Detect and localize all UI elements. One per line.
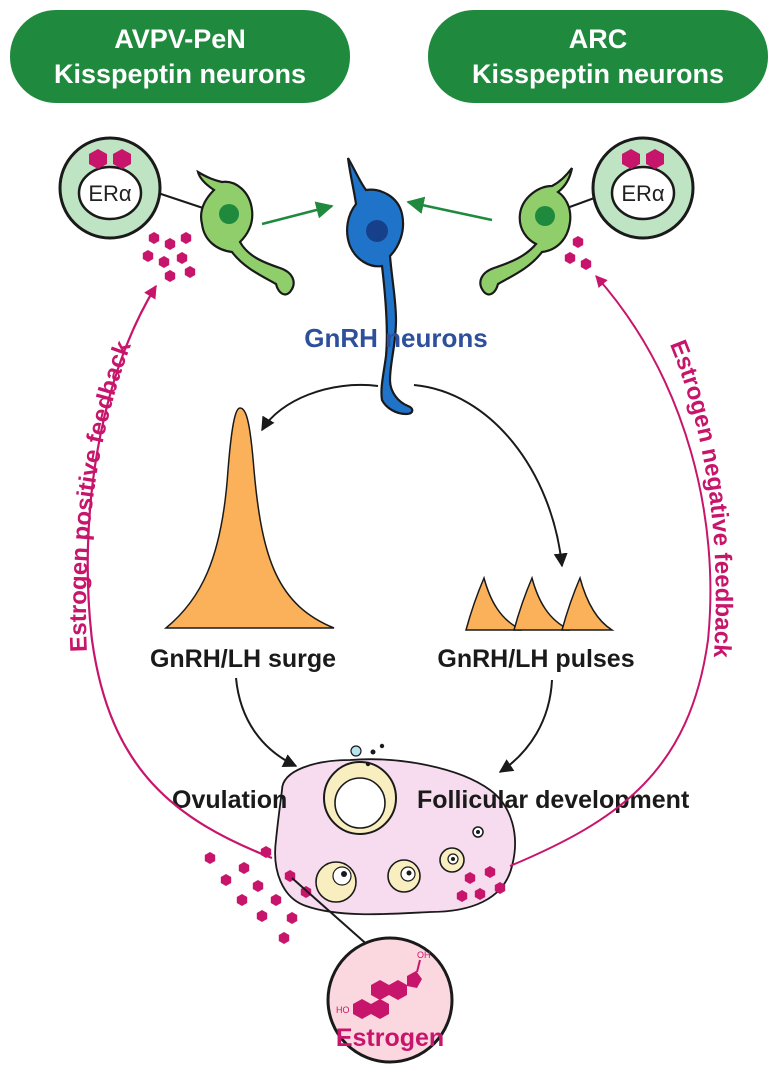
arc-header-pill — [428, 10, 768, 103]
ovary — [274, 743, 516, 916]
estrogen-molecule-badge: OH HO — [326, 936, 454, 1064]
positive-feedback-label-text: Estrogen positive feedback — [65, 337, 137, 653]
lh-surge-peak — [163, 407, 335, 629]
gnrh-to-pulses-arrow — [413, 384, 568, 568]
negative-feedback-label-text: Estrogen negative feedback — [664, 336, 737, 659]
right-era-label: ERα — [621, 181, 665, 206]
avpv-pen-subtitle: Kisspeptin neurons — [54, 59, 306, 89]
estrogen-circle — [326, 936, 454, 1064]
negative-feedback-arrow — [509, 275, 712, 867]
surge-to-ovulation-arrow — [235, 677, 298, 767]
right-receptor-ligand-b — [646, 149, 664, 169]
molecule-oh-label: OH — [417, 950, 431, 960]
avpv-neuron-nucleus — [219, 204, 239, 224]
avpv-kisspeptin-neuron — [196, 169, 295, 296]
avpv-pen-title: AVPV-PeN — [114, 24, 246, 54]
lh-pulse-3 — [561, 575, 615, 631]
arc-header: ARC Kisspeptin neurons — [428, 10, 768, 103]
released-oocyte — [350, 745, 362, 757]
gnrh-neurons-label: GnRH neurons — [304, 323, 487, 353]
arc-to-gnrh-arrow — [406, 196, 493, 222]
pulses-label: GnRH/LH pulses — [437, 645, 634, 673]
ovulation-label: Ovulation — [172, 786, 287, 814]
ovulation-dot-1 — [370, 749, 376, 755]
positive-feedback-arrow — [86, 284, 273, 860]
positive-feedback-label: Estrogen positive feedback — [65, 337, 137, 653]
right-receptor-body — [610, 165, 676, 221]
avpv-pen-header: AVPV-PeN Kisspeptin neurons — [10, 10, 350, 103]
left-receptor-ligand-b — [113, 149, 131, 169]
arc-title: ARC — [569, 24, 628, 54]
estrogen-label: Estrogen — [336, 1024, 444, 1052]
arc-neuron-nucleus — [535, 206, 555, 226]
left-receptor-body — [77, 165, 143, 221]
negative-feedback-label: Estrogen negative feedback — [664, 336, 737, 659]
lh-pulses — [465, 575, 615, 631]
left-era-label: ERα — [88, 181, 132, 206]
estrogen-particles-arc — [564, 236, 592, 270]
ovulating-follicle-antrum — [334, 777, 386, 829]
gnrh-neuron-nucleus — [366, 220, 388, 242]
arc-kisspeptin-neuron — [479, 167, 574, 296]
small-follicle-2-oocyte — [406, 870, 412, 876]
left-receptor-ligand-a — [89, 149, 107, 169]
estradiol-structure: OH HO — [336, 950, 431, 1019]
primordial-follicle-oocyte — [476, 830, 480, 834]
right-receptor-ligand-a — [622, 149, 640, 169]
follicular-development-label: Follicular development — [417, 786, 690, 814]
small-follicle-3-oocyte — [451, 857, 455, 861]
small-follicle-1-oocyte — [341, 871, 347, 877]
surge-label: GnRH/LH surge — [150, 645, 336, 673]
estrogen-particles-avpv — [142, 232, 196, 282]
ovulation-dot-2 — [379, 743, 385, 749]
left-era-receptor: ERα — [58, 136, 216, 240]
arc-subtitle: Kisspeptin neurons — [472, 59, 724, 89]
gnrh-neuron — [346, 157, 414, 416]
lh-pulse-1 — [465, 575, 523, 631]
pulses-to-follicular-arrow — [498, 679, 553, 773]
molecule-ho-label: HO — [336, 1005, 350, 1015]
gnrh-to-surge-arrow — [261, 384, 379, 432]
avpv-pen-header-pill — [10, 10, 350, 103]
lh-pulse-2 — [513, 575, 571, 631]
ovulation-dot-3 — [365, 761, 371, 767]
avpv-to-gnrh-arrow — [261, 201, 334, 226]
right-era-receptor: ERα — [555, 136, 695, 240]
